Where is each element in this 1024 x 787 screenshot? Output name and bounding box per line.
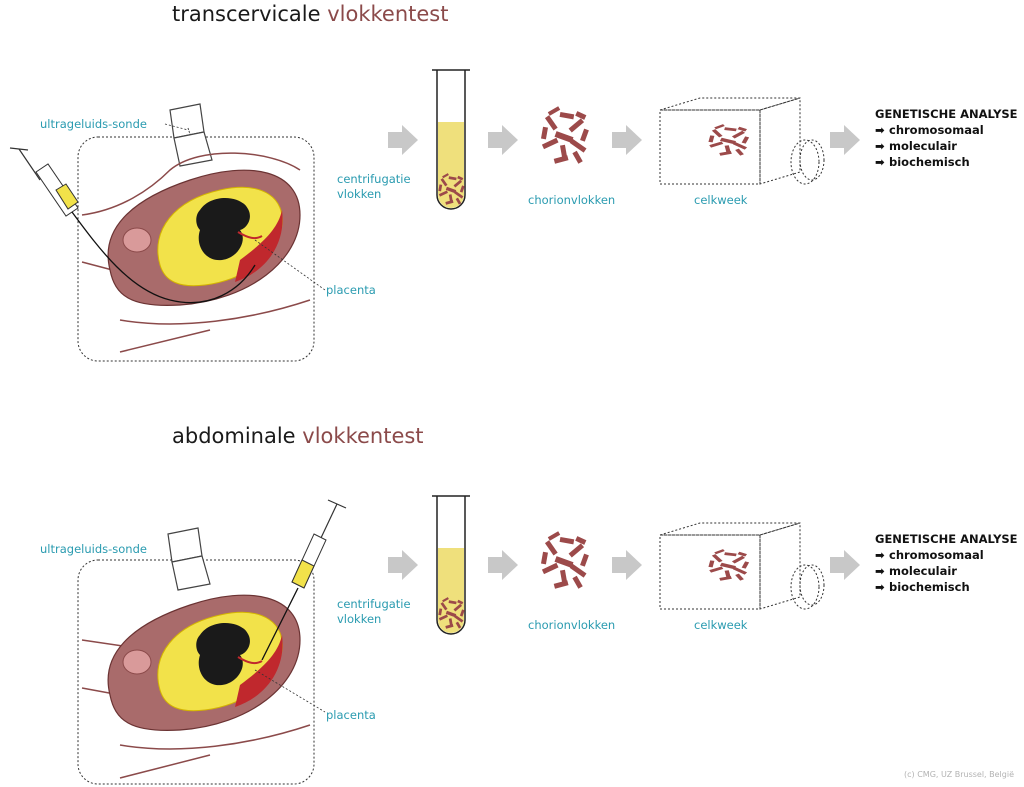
culture-label: celkweek (694, 193, 748, 207)
fetus-icon (196, 198, 263, 261)
uterus-icon (81, 152, 311, 353)
genetic-analysis-list: GENETISCHE ANALYSE ➡chromosomaal ➡molecu… (875, 106, 1018, 170)
ultrasound-probe-icon (77, 527, 315, 785)
analysis-heading: GENETISCHE ANALYSE (875, 107, 1018, 121)
arrow-right-icon: ➡ (875, 139, 885, 153)
arrow-right-icon: ➡ (875, 548, 885, 562)
flow-arrow (488, 550, 518, 580)
chorionic-villi-icon (540, 106, 589, 164)
culture-label: celkweek (694, 618, 748, 632)
analysis-heading: GENETISCHE ANALYSE (875, 532, 1018, 546)
analysis-item: ➡moleculair (875, 139, 957, 153)
test-tube-icon (432, 69, 470, 210)
copyright-notice: (c) CMG, UZ Brussel, België (904, 770, 1014, 779)
flow-arrow (612, 125, 642, 155)
title-main: transcervicale (172, 2, 321, 26)
page-title: transcervicale vlokkentest (172, 2, 448, 26)
flow-arrow (612, 550, 642, 580)
arrow-right-icon: ➡ (875, 123, 885, 137)
genetic-analysis-list: GENETISCHE ANALYSE ➡chromosomaal ➡molecu… (875, 531, 1018, 595)
analysis-item: ➡biochemisch (875, 155, 970, 169)
title-accent: vlokkentest (327, 2, 449, 26)
centrifuge-label: centrifugatie vlokken (337, 597, 411, 627)
placenta-label: placenta (326, 283, 376, 297)
fetus-icon (196, 623, 263, 686)
centrifuge-label-line-2: vlokken (337, 612, 382, 626)
panel-transcervical (9, 69, 860, 362)
analysis-item: ➡moleculair (875, 564, 957, 578)
flow-arrow (488, 125, 518, 155)
culture-flask-icon (659, 97, 825, 185)
flow-arrow (388, 550, 418, 580)
title-main: abdominale (172, 424, 296, 448)
probe-label: ultrageluids-sonde (40, 117, 147, 131)
arrow-right-icon: ➡ (875, 564, 885, 578)
analysis-item: ➡chromosomaal (875, 548, 984, 562)
ultrasound-probe-icon (77, 103, 315, 362)
placenta-label: placenta (326, 708, 376, 722)
uterus-icon (81, 594, 311, 779)
syringe-icon (261, 499, 347, 661)
centrifuge-label-line-2: vlokken (337, 187, 382, 201)
probe-label: ultrageluids-sonde (40, 542, 147, 556)
chorionic-villi-icon (540, 531, 589, 589)
flow-arrow (830, 125, 860, 155)
flow-arrow (388, 125, 418, 155)
arrow-right-icon: ➡ (875, 580, 885, 594)
syringe-icon (9, 147, 256, 304)
panel-abdominal (77, 495, 860, 785)
culture-flask-icon (659, 522, 825, 610)
villi-label: chorionvlokken (528, 193, 616, 207)
analysis-item: ➡biochemisch (875, 580, 970, 594)
analysis-item: ➡chromosomaal (875, 123, 984, 137)
test-tube-icon (432, 495, 470, 635)
title-accent: vlokkentest (302, 424, 424, 448)
arrow-right-icon: ➡ (875, 155, 885, 169)
page-title: abdominale vlokkentest (172, 424, 424, 448)
villi-label: chorionvlokken (528, 618, 616, 632)
flow-arrow (830, 550, 860, 580)
placenta-leader-line (254, 669, 326, 713)
centrifuge-label-line-1: centrifugatie (337, 597, 411, 611)
centrifuge-label: centrifugatie vlokken (337, 172, 411, 202)
centrifuge-label-line-1: centrifugatie (337, 172, 411, 186)
